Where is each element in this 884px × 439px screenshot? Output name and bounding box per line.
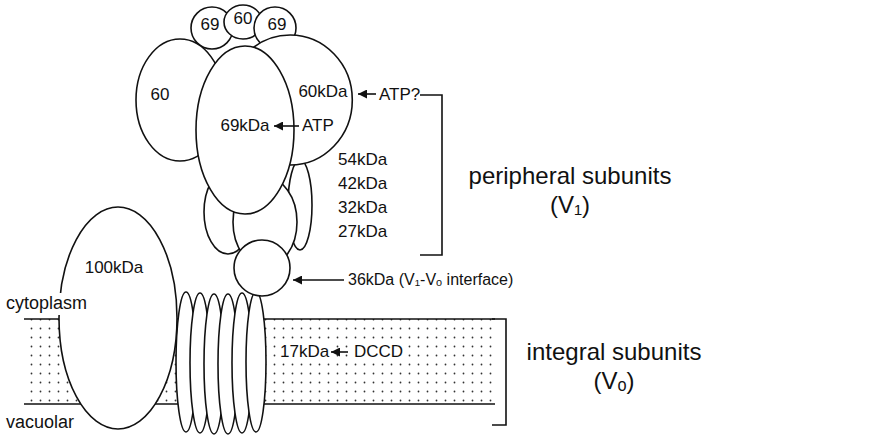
bracket-label: peripheral subunits (V₁): [452, 162, 688, 220]
stalk-ellipse: [234, 240, 290, 296]
region-label: vacuolar: [4, 412, 76, 434]
subunit-label: 32kDa: [338, 198, 387, 218]
bracket-label: peripheral subunits (V₁): [452, 162, 688, 220]
region-label: cytoplasm: [4, 293, 89, 315]
subunit-label: 27kDa: [338, 222, 387, 242]
subunit-mass: 100kDa: [85, 258, 144, 278]
subunit-label: 54kDa: [338, 150, 387, 170]
reagent-label: ATP?: [379, 85, 420, 105]
reagent-label: DCCD: [352, 342, 405, 362]
subunit-ellipse: [196, 46, 294, 214]
subunit-mass: 60kDa: [298, 82, 347, 102]
bracket: [492, 319, 506, 425]
reagent-label: DCCD: [352, 342, 405, 362]
subunit-label: 54kDa: [338, 150, 387, 170]
proteolipid: [246, 292, 266, 432]
subunit-label: 42kDa: [338, 174, 387, 194]
region-label: vacuolar: [4, 412, 76, 434]
reagent-label: ATP: [302, 116, 334, 136]
subunit-label: 42kDa: [338, 174, 387, 194]
subunit-ellipse: [59, 207, 177, 429]
pointer-arrow: [358, 93, 376, 95]
pointer-arrow: [293, 279, 344, 281]
subunit-mass: 60: [151, 85, 170, 105]
bracket-label: integral subunits (Vₒ): [516, 338, 712, 396]
bracket-label: integral subunits (Vₒ): [516, 338, 712, 396]
reagent-label: ATP: [302, 116, 334, 136]
subunit-label: 17kDa: [278, 342, 331, 362]
pointer-arrow: [274, 125, 299, 127]
subunit-label: 36kDa (V₁-Vₒ interface): [348, 270, 513, 289]
subunit-label: 17kDa: [278, 342, 331, 362]
subunit-node: 100kDa: [58, 206, 178, 430]
subunit-label: 36kDa (V₁-Vₒ interface): [348, 270, 513, 289]
bracket: [420, 95, 442, 255]
subunit-mass: 69kDa: [220, 116, 269, 136]
subunit-mass: 69: [201, 15, 220, 35]
subunit-label: 27kDa: [338, 222, 387, 242]
subunit-label: 32kDa: [338, 198, 387, 218]
pointer-arrow: [331, 351, 348, 353]
subunit-mass: 69: [268, 15, 287, 35]
subunit-mass: 60: [234, 9, 253, 29]
region-label: cytoplasm: [4, 293, 89, 315]
subunit-outline: [58, 206, 178, 430]
reagent-label: ATP?: [379, 85, 420, 105]
subunit-node: 69kDa: [195, 45, 295, 215]
